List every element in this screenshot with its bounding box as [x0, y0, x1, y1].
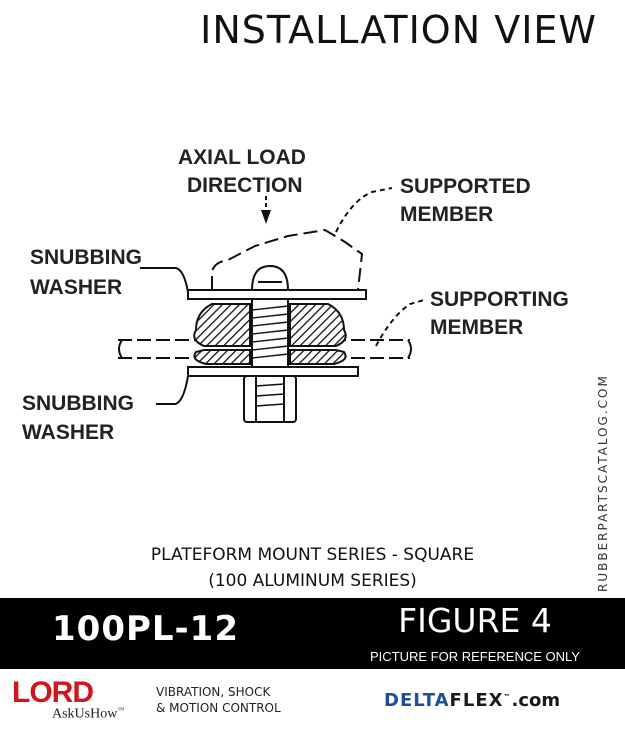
installation-diagram: AXIAL LOAD DIRECTION SUPPORTED MEMBER SN…: [22, 146, 569, 444]
axial-load-label-line2: DIRECTION: [187, 174, 303, 197]
company-tagline: VIBRATION, SHOCK & MOTION CONTROL: [156, 684, 281, 716]
axial-load-label-line1: AXIAL LOAD: [178, 146, 306, 169]
tagline-line2: & MOTION CONTROL: [156, 701, 281, 715]
snubbing-washer-top-label-line1: SNUBBING: [30, 246, 142, 269]
figure-number: FIGURE 4: [398, 601, 552, 640]
series-line1: PLATEFORM MOUNT SERIES - SQUARE: [150, 545, 475, 565]
supporting-member-label-line2: MEMBER: [430, 316, 523, 339]
snubbing-washer-top-label-line2: WASHER: [30, 276, 122, 299]
deltaflex-part3: .com: [511, 690, 561, 711]
series-line2: (100 ALUMINUM SERIES): [208, 571, 417, 591]
supporting-member-label-line1: SUPPORTING: [430, 288, 569, 311]
supported-member-label-line2: MEMBER: [400, 203, 493, 226]
part-banner: [0, 598, 625, 669]
page-title: INSTALLATION VIEW: [200, 8, 597, 52]
deltaflex-part2: FLEX: [449, 690, 504, 711]
lord-tagline-text: AskUsHow: [52, 706, 118, 722]
deltaflex-logo[interactable]: DELTAFLEX™.com: [384, 690, 561, 711]
reference-note: PICTURE FOR REFERENCE ONLY: [370, 649, 580, 664]
snubbing-washer-bottom-label-line1: SNUBBING: [22, 392, 134, 415]
lord-tagline: AskUsHow™: [52, 706, 125, 722]
supported-member-label-line1: SUPPORTED: [400, 175, 531, 198]
tagline-line1: VIBRATION, SHOCK: [156, 685, 271, 699]
deltaflex-part1: DELTA: [384, 690, 450, 711]
part-number: 100PL-12: [52, 609, 239, 649]
snubbing-washer-bottom-label-line2: WASHER: [22, 421, 114, 444]
series-caption: PLATEFORM MOUNT SERIES - SQUARE (100 ALU…: [0, 542, 625, 594]
lord-logo: LORD: [12, 676, 94, 709]
